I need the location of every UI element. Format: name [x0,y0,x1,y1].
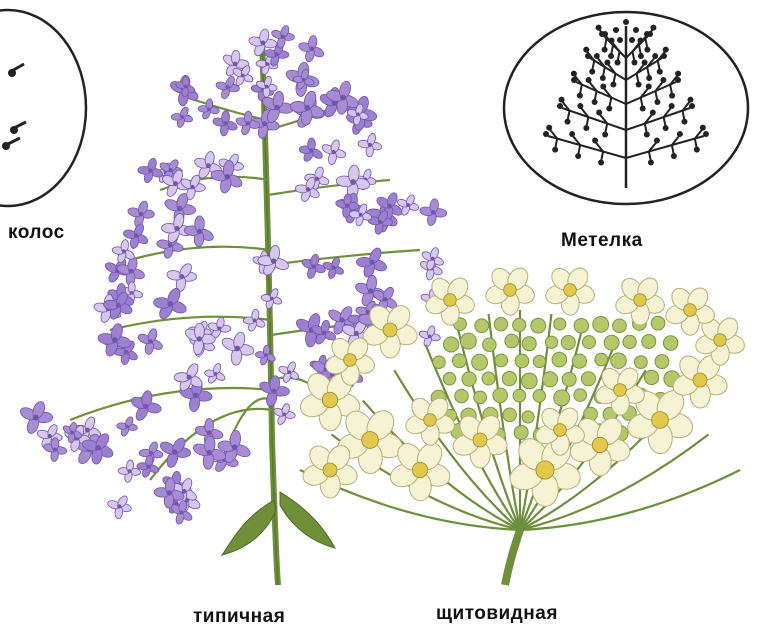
lilac-flower [358,132,383,157]
lilac-flower [356,246,388,278]
lilac-flower [212,111,238,137]
lilac-flower [215,75,240,100]
umbel-flower [423,274,476,325]
label-panicle: Метелка [561,230,643,252]
lilac-flower [118,460,141,483]
lilac-flower [321,139,347,165]
lilac-flower [184,216,216,247]
lilac-flower [137,328,164,356]
umbel-flower [567,413,632,475]
spike-diagram-icon [0,10,86,206]
umbel-flower [483,264,536,315]
lilac-flower [261,288,283,310]
lilac-flower [137,455,160,479]
label-corymb: щитовидная [436,603,558,625]
lilac-flower [18,400,52,435]
lilac-flower [235,111,260,136]
lilac-flower [418,325,441,348]
lilac-flower [107,494,132,519]
lilac-flower [116,416,137,438]
lilac-flower [273,403,296,426]
lilac-flower [290,90,326,126]
umbel-flower [543,264,596,315]
lilac-flower [153,286,188,321]
lilac-flower [419,198,447,226]
panicle-diagram-icon [504,12,748,204]
lilac-flower [278,361,301,384]
label-spike: колос [8,222,65,244]
lilac-flower [322,256,345,279]
lilac-flower [204,363,226,385]
lilac-flower [243,309,266,332]
lilac-flower [220,331,255,366]
lilac-flower [171,106,193,128]
lilac-flower [298,35,326,63]
lilac-flower [299,138,324,163]
label-typical: типичная [193,606,285,628]
lilac-flower [166,262,196,292]
